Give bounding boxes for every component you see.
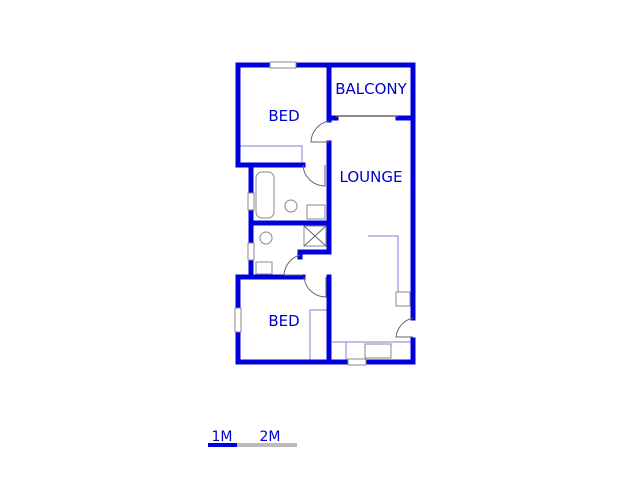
window-kitchen (347, 358, 367, 366)
room-label-balcony: BALCONY (335, 80, 407, 98)
room-label-bed-bottom: BED (268, 312, 299, 330)
basin-icon (255, 261, 273, 275)
sink-icon (364, 343, 392, 359)
room-label-bed-top: BED (268, 107, 299, 125)
door-entrance[interactable] (395, 317, 414, 338)
scale-segment-2 (237, 443, 297, 447)
door-bed-top[interactable] (310, 120, 330, 143)
bathtub (255, 171, 275, 219)
doors (283, 120, 414, 338)
door-toilet[interactable] (283, 254, 303, 276)
stove-icon (395, 291, 411, 307)
window-top (269, 61, 297, 69)
scale-segment-1 (208, 443, 237, 447)
door-bed-top-hall[interactable] (302, 164, 326, 187)
fixtures (255, 171, 411, 359)
windows (234, 61, 398, 366)
window-toilet (247, 242, 255, 261)
scale-bar: 1M 2M (208, 429, 297, 447)
scale-label-1m: 1M (212, 429, 233, 445)
toilet-icon (259, 231, 273, 245)
door-bed-bottom[interactable] (303, 276, 327, 298)
toilet-icon (284, 199, 298, 213)
basin-icon (306, 204, 326, 220)
window-bath (247, 192, 255, 211)
scale-label-2m: 2M (260, 429, 281, 445)
room-label-lounge: LOUNGE (340, 168, 403, 186)
window-bed-bottom (234, 307, 242, 333)
